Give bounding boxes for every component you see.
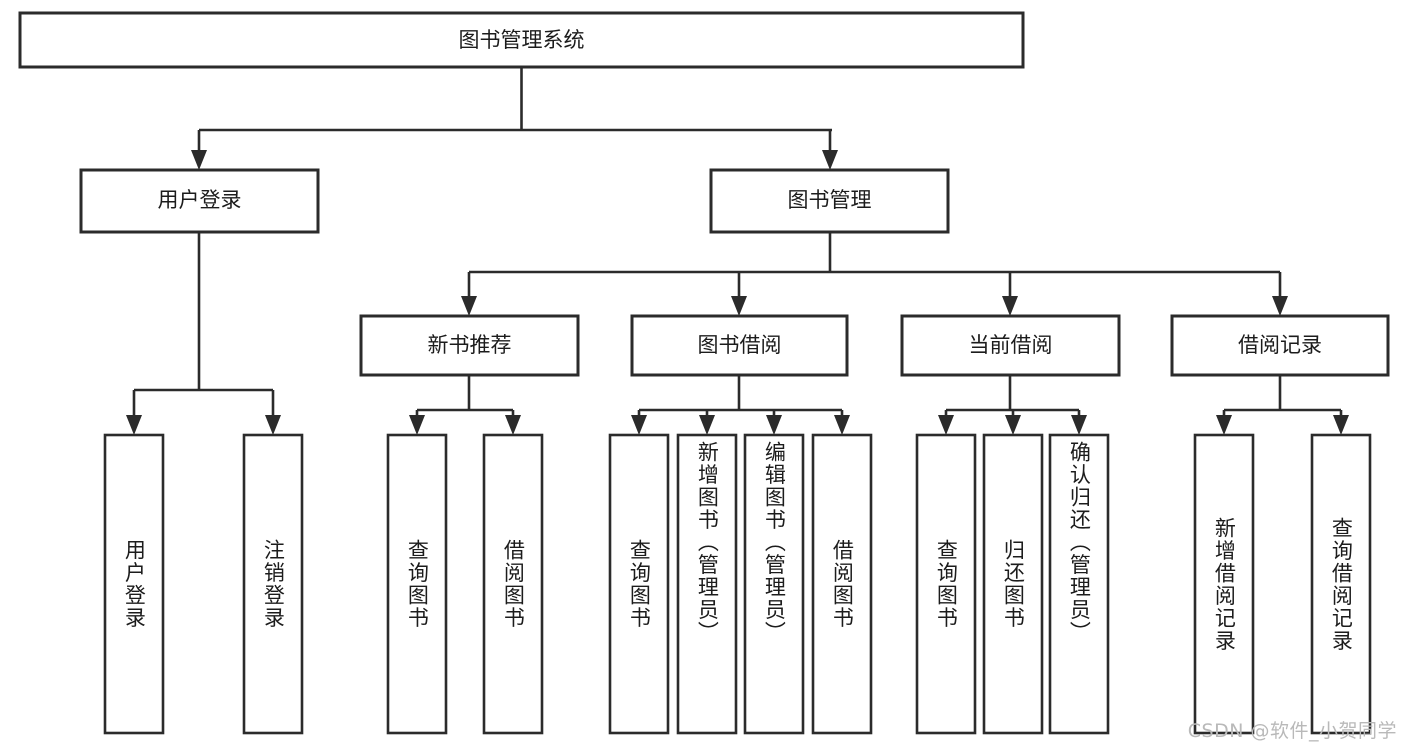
arrowhead-leaf-return-book — [1005, 415, 1021, 435]
node-book-borrow-label: 图书借阅 — [698, 333, 782, 357]
node-new-book-recommend-box[interactable] — [359, 314, 580, 377]
node-user-login-box[interactable] — [79, 168, 320, 234]
leaf-query-record-box[interactable] — [1310, 433, 1372, 735]
leaf-layer — [103, 433, 1372, 735]
arrowhead-leaf-user-login — [126, 415, 142, 435]
node-root-label: 图书管理系统 — [459, 28, 585, 52]
arrowhead-leaf-query-book-1 — [409, 415, 425, 435]
node-root-box[interactable] — [18, 11, 1025, 69]
leaf-logout-login-box[interactable] — [242, 433, 304, 735]
arrowhead-leaf-confirm-return — [1071, 415, 1087, 435]
node-book-manage-label: 图书管理 — [788, 188, 872, 212]
leaf-query-book-1-box[interactable] — [386, 433, 448, 735]
node-root[interactable]: 图书管理系统 — [18, 11, 1025, 69]
arrowhead-leaf-query-book-3 — [938, 415, 954, 435]
leaf-query-book-3-box[interactable] — [915, 433, 977, 735]
leaf-user-login-box[interactable] — [103, 433, 165, 735]
node-current-borrow-box[interactable] — [900, 314, 1121, 377]
arrowhead-borrow-record — [1272, 296, 1288, 316]
node-borrow-record-label: 借阅记录 — [1238, 333, 1322, 357]
node-new-book-recommend[interactable]: 新书推荐 — [359, 314, 580, 377]
node-book-borrow[interactable]: 图书借阅 — [630, 314, 849, 377]
leaf-edit-book-box[interactable] — [743, 433, 805, 735]
arrowhead-leaf-query-record — [1333, 415, 1349, 435]
node-book-manage[interactable]: 图书管理 — [709, 168, 950, 234]
node-borrow-record-box[interactable] — [1170, 314, 1390, 377]
node-current-borrow[interactable]: 当前借阅 — [900, 314, 1121, 377]
node-current-borrow-label: 当前借阅 — [969, 333, 1053, 357]
arrowhead-book-borrow — [731, 296, 747, 316]
leaf-query-book-2-box[interactable] — [608, 433, 670, 735]
watermark: CSDN @软件_小贺同学 — [1187, 720, 1397, 742]
node-book-manage-box[interactable] — [709, 168, 950, 234]
connector-layer — [126, 67, 1349, 435]
node-book-borrow-box[interactable] — [630, 314, 849, 377]
leaf-borrow-book-1-box[interactable] — [482, 433, 544, 735]
arrowhead-leaf-add-book — [699, 415, 715, 435]
arrowhead-leaf-logout-login — [265, 415, 281, 435]
node-user-login-label: 用户登录 — [158, 188, 242, 212]
arrowhead-leaf-borrow-book-2 — [834, 415, 850, 435]
arrowhead-current-borrow — [1002, 296, 1018, 316]
node-borrow-record[interactable]: 借阅记录 — [1170, 314, 1390, 377]
arrowhead-leaf-query-book-2 — [631, 415, 647, 435]
leaf-confirm-return-box[interactable] — [1048, 433, 1110, 735]
leaf-add-book-box[interactable] — [676, 433, 738, 735]
arrowhead-new-book-recommend — [461, 296, 477, 316]
arrowhead-user-login — [191, 150, 207, 170]
node-new-book-recommend-label: 新书推荐 — [428, 333, 512, 357]
leaf-add-record-box[interactable] — [1193, 433, 1255, 735]
arrowhead-book-manage — [822, 150, 838, 170]
arrowhead-leaf-borrow-book-1 — [505, 415, 521, 435]
arrowhead-leaf-add-record — [1216, 415, 1232, 435]
leaf-return-book-box[interactable] — [982, 433, 1044, 735]
arrowhead-leaf-edit-book — [766, 415, 782, 435]
node-user-login[interactable]: 用户登录 — [79, 168, 320, 234]
leaf-borrow-book-2-box[interactable] — [811, 433, 873, 735]
